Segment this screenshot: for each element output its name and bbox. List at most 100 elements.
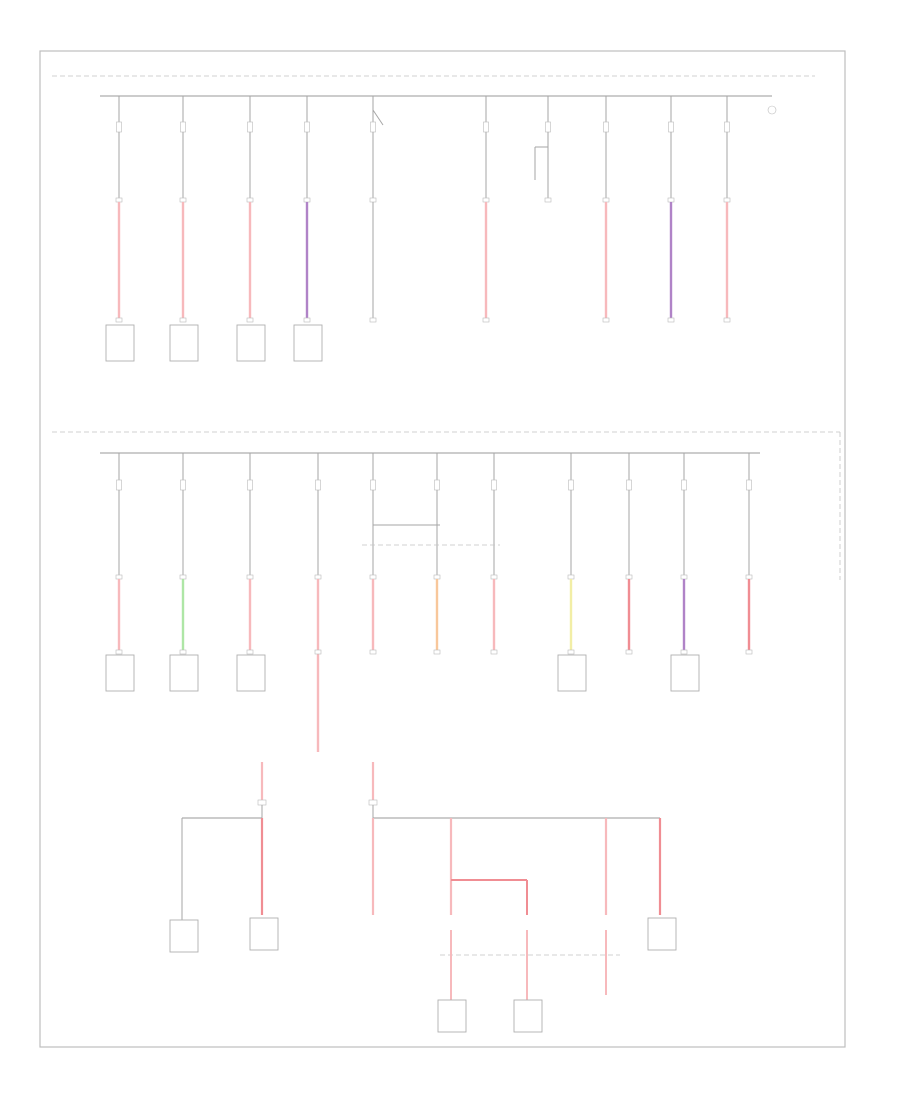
fuse-t2 (180, 121, 186, 133)
component-m10 (670, 654, 700, 692)
bottom-component-b9 (513, 999, 543, 1033)
branch-m7 (490, 453, 498, 655)
fuse-m9 (626, 479, 632, 491)
end-connector-t2 (179, 317, 187, 323)
component-t4 (293, 324, 323, 362)
connector-m11 (745, 574, 753, 580)
connector-m6 (433, 574, 441, 580)
connector-m2 (179, 574, 187, 580)
fuse-t10 (724, 121, 730, 133)
branch-t3 (236, 96, 266, 362)
component-t1 (105, 324, 135, 362)
component-t3 (236, 324, 266, 362)
connector-m3 (246, 574, 254, 580)
middle-panel (100, 452, 760, 752)
bottom-connector-left (257, 799, 267, 806)
bottom-component-b8 (437, 999, 467, 1033)
component-m1 (105, 654, 135, 692)
branch-m10 (670, 453, 700, 692)
branch-m11 (745, 453, 753, 655)
bottom-component-b7 (647, 917, 677, 951)
end-connector-t6 (482, 317, 490, 323)
connector-t2 (179, 197, 187, 203)
connector-t10 (723, 197, 731, 203)
bottom-connector-right (368, 799, 378, 806)
branch-t10 (723, 96, 731, 323)
branch-t1 (105, 96, 135, 362)
connector-t8 (602, 197, 610, 203)
fuse-m8 (568, 479, 574, 491)
end-connector-m4 (314, 649, 322, 655)
fuse-m3 (247, 479, 253, 491)
fuse-t4 (304, 121, 310, 133)
component-t2 (169, 324, 199, 362)
end-connector-t10 (723, 317, 731, 323)
end-connector-m2 (179, 649, 187, 655)
connector-m7 (490, 574, 498, 580)
connector-m4 (314, 574, 322, 580)
connector-t6 (482, 197, 490, 203)
branch-t7 (544, 96, 552, 203)
bottom-panel (169, 762, 677, 1033)
fuse-t9 (668, 121, 674, 133)
branch-m3 (236, 453, 266, 692)
top-branches (105, 96, 731, 362)
fuse-m10 (681, 479, 687, 491)
branch-m4 (314, 453, 322, 752)
connector-t5 (369, 197, 377, 203)
middle-branches (105, 453, 753, 752)
branch-t5 (369, 96, 377, 323)
connector-t4 (303, 197, 311, 203)
connector-m1 (115, 574, 123, 580)
fuse-m7 (491, 479, 497, 491)
fuse-m1 (116, 479, 122, 491)
branch-m5 (369, 453, 377, 655)
end-connector-t4 (303, 317, 311, 323)
fuse-t7 (545, 121, 551, 133)
branch-t2 (169, 96, 199, 362)
fuse-t5 (370, 121, 376, 133)
end-connector-t3 (246, 317, 254, 323)
end-connector-m11 (745, 649, 753, 655)
end-connector-m3 (246, 649, 254, 655)
connector-t9 (667, 197, 675, 203)
connector-t1 (115, 197, 123, 203)
connector-m9 (625, 574, 633, 580)
connector-m5 (369, 574, 377, 580)
fuse-t6 (483, 121, 489, 133)
end-connector-m7 (490, 649, 498, 655)
component-m3 (236, 654, 266, 692)
end-connector-m9 (625, 649, 633, 655)
top-panel (100, 95, 777, 362)
end-connector-m5 (369, 649, 377, 655)
top-switch-blade (372, 109, 384, 126)
bottom-component-b2 (249, 917, 279, 951)
end-connector-m1 (115, 649, 123, 655)
component-m2 (169, 654, 199, 692)
branch-m1 (105, 453, 135, 692)
branch-m9 (625, 453, 633, 655)
end-connector-m6 (433, 649, 441, 655)
branch-m6 (433, 453, 441, 655)
connector-t3 (246, 197, 254, 203)
branch-t4 (293, 96, 323, 362)
fuse-t8 (603, 121, 609, 133)
branch-t9 (667, 96, 675, 323)
fuse-m6 (434, 479, 440, 491)
branch-m2 (169, 453, 199, 692)
end-connector-t1 (115, 317, 123, 323)
connector-m10 (680, 574, 688, 580)
diagram-frame (39, 50, 846, 1048)
fuse-m4 (315, 479, 321, 491)
end-connector-t8 (602, 317, 610, 323)
end-connector-m10 (680, 649, 688, 655)
fuse-t1 (116, 121, 122, 133)
end-connector-t9 (667, 317, 675, 323)
fuse-m2 (180, 479, 186, 491)
fuse-m5 (370, 479, 376, 491)
component-m8 (557, 654, 587, 692)
end-connector-m8 (567, 649, 575, 655)
branch-t8 (602, 96, 610, 323)
branch-m8 (557, 453, 587, 692)
